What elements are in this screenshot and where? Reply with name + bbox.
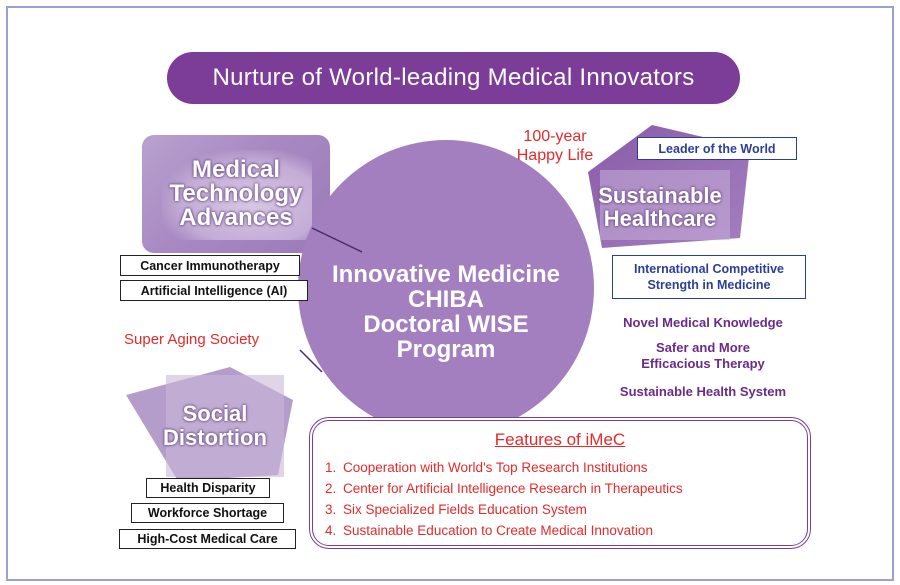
aging-label: Super Aging Society — [124, 331, 260, 348]
competitive-line: International Competitive — [633, 262, 785, 276]
tech-photo — [162, 150, 312, 240]
feature-text: Center for Artificial Intelligence Resea… — [343, 481, 683, 496]
feature-item: 4. Sustainable Education to Create Medica… — [325, 520, 683, 541]
banner-title: Nurture of World-leading Medical Innovat… — [167, 52, 740, 104]
social-item-label: Workforce Shortage — [147, 506, 268, 520]
happy-life-label: 100-year Happy Life — [500, 127, 610, 165]
social-label-line: Distortion — [163, 425, 267, 450]
outcome-knowledge: Novel Medical Knowledge — [623, 315, 783, 330]
social-item-label: Health Disparity — [160, 481, 256, 495]
feature-num: 4. — [325, 523, 337, 538]
competitive-box: International Competitive Strength in Me… — [612, 255, 806, 299]
sustainable-label: Sustainable Healthcare — [580, 184, 740, 230]
social-item-box: High-Cost Medical Care — [119, 529, 296, 549]
program-circle — [298, 140, 594, 436]
program-title-line: Innovative Medicine — [331, 261, 561, 288]
leader-box: Leader of the World — [637, 137, 797, 160]
tech-label: Medical Technology Advances — [142, 158, 330, 230]
social-panel — [126, 367, 293, 481]
tech-item-box: Artificial Intelligence (AI) — [120, 280, 308, 301]
features-box: Features of iMeC 1. Cooperation with Worl… — [309, 417, 811, 549]
feature-num: 2. — [325, 481, 337, 496]
outcome-therapy: Safer and More Efficacious Therapy — [598, 340, 808, 372]
sustainable-label-line: Sustainable — [598, 183, 722, 208]
feature-num: 1. — [325, 460, 337, 475]
tech-label-line: Advances — [179, 204, 293, 231]
outcome-therapy-line: Safer and More — [656, 340, 750, 355]
happy-life-line: Happy Life — [516, 147, 594, 164]
social-item-box: Health Disparity — [146, 478, 270, 498]
tech-item-label: Cancer Immunotherapy — [140, 258, 280, 273]
feature-text: Six Specialized Fields Education System — [343, 502, 587, 517]
features-title: Features of iMeC — [494, 430, 626, 449]
feature-item: 2. Center for Artificial Intelligence Res… — [325, 478, 683, 499]
tech-label-line: Technology — [169, 180, 303, 207]
program-title-line: Program — [396, 336, 496, 363]
feature-text: Cooperation with World's Top Research In… — [343, 460, 648, 475]
leader-label: Leader of the World — [658, 141, 776, 156]
tech-item-label: Artificial Intelligence (AI) — [140, 283, 288, 298]
social-label: Social Distortion — [150, 402, 280, 450]
sustainable-label-line: Healthcare — [603, 206, 717, 231]
feature-item: 1. Cooperation with World's Top Research … — [325, 457, 683, 478]
social-item-label: High-Cost Medical Care — [137, 532, 278, 546]
program-title-line: CHIBA — [408, 286, 484, 313]
feature-num: 3. — [325, 502, 337, 517]
outcome-therapy-line: Efficacious Therapy — [641, 356, 765, 371]
social-label-line: Social — [182, 401, 248, 426]
program-title: Innovative Medicine CHIBA Doctoral WISE … — [298, 262, 594, 362]
features-list: 1. Cooperation with World's Top Research … — [325, 457, 683, 541]
outcome-system: Sustainable Health System — [619, 384, 787, 399]
program-title-line: Doctoral WISE — [363, 311, 529, 338]
tech-label-line: Medical — [191, 156, 281, 183]
feature-text: Sustainable Education to Create Medical … — [343, 523, 653, 538]
tech-item-box: Cancer Immunotherapy — [120, 255, 300, 276]
feature-item: 3. Six Specialized Fields Education Syste… — [325, 499, 683, 520]
social-item-box: Workforce Shortage — [131, 503, 284, 523]
competitive-line: Strength in Medicine — [647, 278, 771, 292]
happy-life-line: 100-year — [523, 128, 587, 145]
